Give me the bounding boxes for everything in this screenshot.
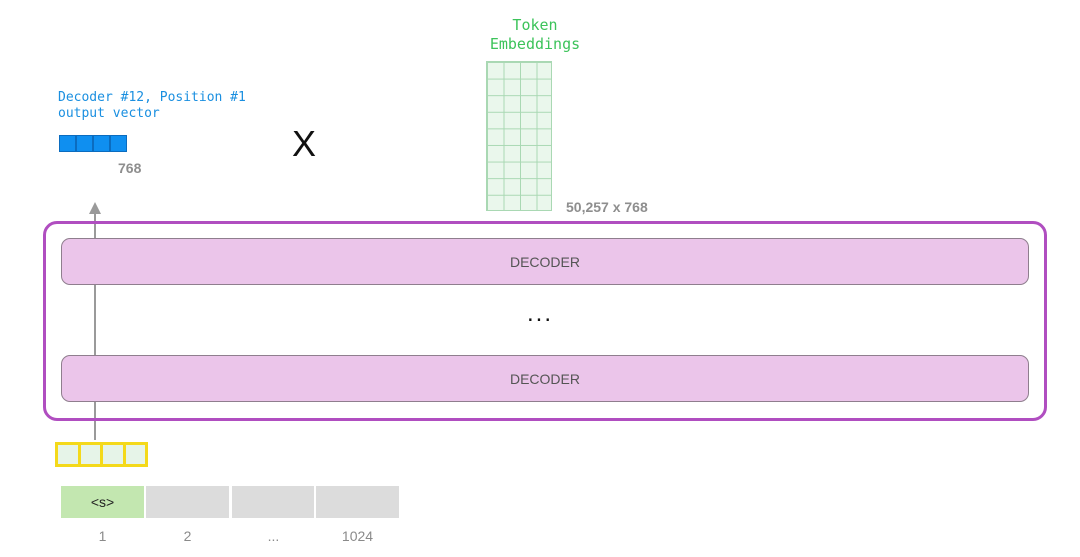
output-vector-title: Decoder #12, Position #1 output vector [58,90,246,121]
token-cell-3 [232,486,314,518]
position-label-3: ... [267,528,280,544]
input-vector-cell [80,445,100,464]
token-cell-2 [146,486,229,518]
input-vector-cell [103,445,123,464]
output-vector [59,135,127,152]
output-vector-cell [76,135,93,152]
decoder-block-bottom: DECODER [61,355,1029,402]
output-vector-cell [110,135,127,152]
input-vector-cell [125,445,145,464]
decoder-stack [43,221,1047,421]
token-embeddings-dims: 50,257 x 768 [566,199,648,215]
output-vector-cell [93,135,110,152]
decoder-label: DECODER [509,370,580,387]
decoder-ellipsis: ... [526,300,553,327]
decoder-block-top: DECODER [61,238,1029,285]
token-embeddings-title: Token Embeddings [489,16,581,53]
multiply-symbol: X [292,123,317,164]
decoder-label: DECODER [509,253,580,270]
output-vector-dims: 768 [118,160,142,176]
input-vector-cell [58,445,78,464]
token-cell-1: <s> [61,486,144,518]
output-vector-cell [59,135,76,152]
up-arrow-head [89,202,101,214]
input-vector [55,442,148,467]
position-label-2: 2 [183,528,192,544]
position-label-4: 1024 [341,528,374,544]
position-label-1: 1 [98,528,107,544]
token-cell-4 [316,486,399,518]
token-embeddings-matrix [486,61,552,211]
